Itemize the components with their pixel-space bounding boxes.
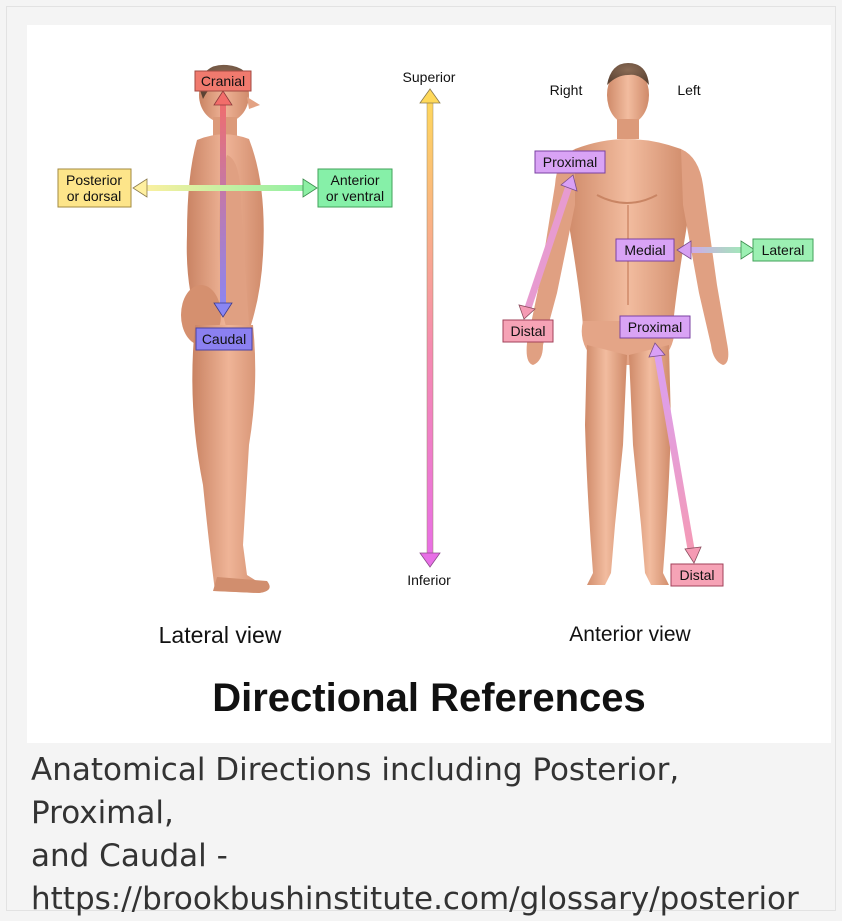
image-caption: Anatomical Directions including Posterio… [31,749,831,921]
svg-text:Proximal: Proximal [628,319,682,335]
label-cranial: Cranial [195,71,251,91]
label-lateral: Lateral [753,239,813,261]
anterior-view-label: Anterior view [569,623,691,646]
medial-lateral-arrow [677,241,755,259]
svg-text:or dorsal: or dorsal [67,188,121,204]
label-medial: Medial [616,239,674,261]
label-anterior: Anterior or ventral [318,169,392,207]
superior-inferior-arrow [420,89,440,567]
anatomy-figure: Cranial Caudal Posterior or dorsal Anter… [27,25,831,743]
label-proximal-leg: Proximal [620,316,690,338]
caption-link[interactable]: https://brookbushinstitute.com/glossary/… [31,878,831,921]
caption-line-2: and Caudal - [31,835,831,878]
svg-text:Distal: Distal [510,323,545,339]
label-right: Right [550,82,583,98]
directional-references-diagram: Cranial Caudal Posterior or dorsal Anter… [27,25,831,743]
label-posterior: Posterior or dorsal [58,169,131,207]
svg-text:Anterior: Anterior [330,172,379,188]
caption-line-1: Anatomical Directions including Posterio… [31,749,831,835]
svg-text:Posterior: Posterior [66,172,122,188]
svg-text:Medial: Medial [624,242,665,258]
label-inferior: Inferior [407,572,451,588]
label-distal-leg: Distal [671,564,723,586]
label-caudal: Caudal [196,328,252,350]
lateral-view-label: Lateral view [159,622,282,648]
label-superior: Superior [403,69,456,85]
diagram-title: Directional References [212,676,646,720]
label-left: Left [677,82,700,98]
label-proximal-arm: Proximal [535,151,605,173]
svg-text:or ventral: or ventral [326,188,384,204]
svg-text:Caudal: Caudal [202,331,246,347]
svg-text:Lateral: Lateral [762,242,805,258]
svg-text:Cranial: Cranial [201,73,245,89]
label-distal-arm: Distal [503,320,553,342]
svg-text:Distal: Distal [679,567,714,583]
image-card: Cranial Caudal Posterior or dorsal Anter… [6,6,836,911]
svg-text:Proximal: Proximal [543,154,597,170]
